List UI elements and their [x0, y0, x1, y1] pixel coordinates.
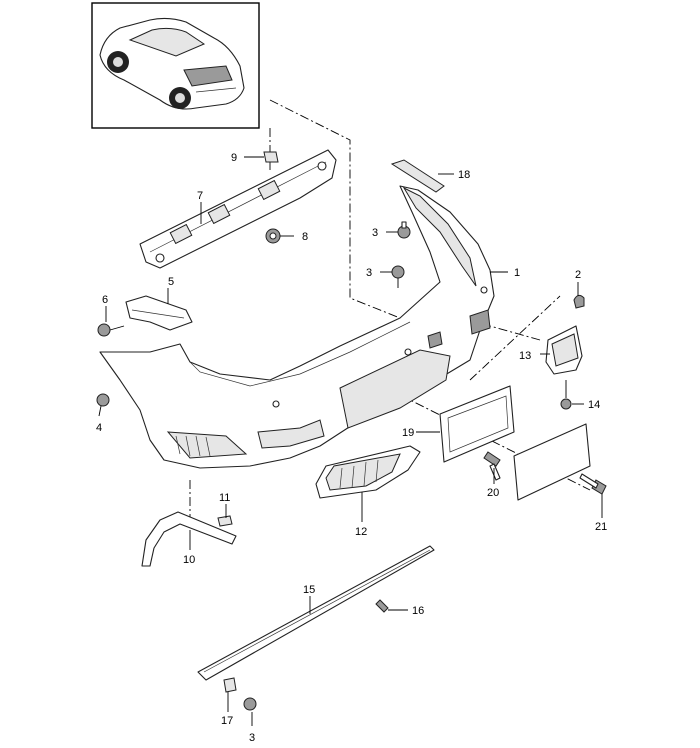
callout-10: 10 [183, 554, 195, 566]
callout-5: 5 [168, 276, 174, 288]
callout-11: 11 [219, 492, 230, 504]
callout-1: 1 [514, 267, 520, 279]
plate-screw-21 [579, 473, 607, 495]
wheel-arch-trim [141, 511, 237, 567]
callout-13: 13 [519, 350, 531, 362]
car-rear-view-icon [99, 17, 245, 110]
callout-labels: 1 2 3 3 3 4 5 6 7 8 9 10 11 12 13 14 15 … [96, 152, 607, 744]
nut-8 [265, 228, 281, 244]
screw-icon [96, 221, 411, 407]
license-plate [513, 423, 591, 501]
clip-2 [573, 294, 585, 309]
callout-4: 4 [96, 422, 102, 434]
callout-16: 16 [412, 605, 424, 617]
callout-18: 18 [458, 169, 470, 181]
callout-17: 17 [221, 715, 233, 727]
callout-7: 7 [197, 190, 203, 202]
callout-21: 21 [595, 521, 607, 533]
lower-strip [197, 545, 435, 711]
callout-3-upper: 3 [372, 227, 378, 239]
callout-2: 2 [575, 269, 581, 281]
callout-8: 8 [302, 231, 308, 243]
lower-trim-panel [315, 445, 421, 499]
callout-20: 20 [487, 487, 499, 499]
callout-15: 15 [303, 584, 315, 596]
plate-screw-20 [483, 451, 501, 481]
reflector-housing [545, 325, 583, 410]
callout-9: 9 [231, 152, 237, 164]
callout-12: 12 [355, 526, 367, 538]
bumper-bracket [139, 149, 337, 269]
callout-3-middle: 3 [366, 267, 372, 279]
side-bracket [97, 295, 193, 337]
clip-nut-9 [263, 151, 279, 163]
license-plate-bracket [439, 385, 515, 463]
upper-trim-strip [390, 159, 445, 193]
rear-bumper-cover-icon [99, 185, 495, 469]
callout-19: 19 [402, 427, 414, 439]
callout-14: 14 [588, 399, 600, 411]
car-inset [91, 2, 260, 129]
callout-3-lower: 3 [249, 732, 255, 744]
leader-lines [98, 156, 603, 726]
callout-6: 6 [102, 294, 108, 306]
